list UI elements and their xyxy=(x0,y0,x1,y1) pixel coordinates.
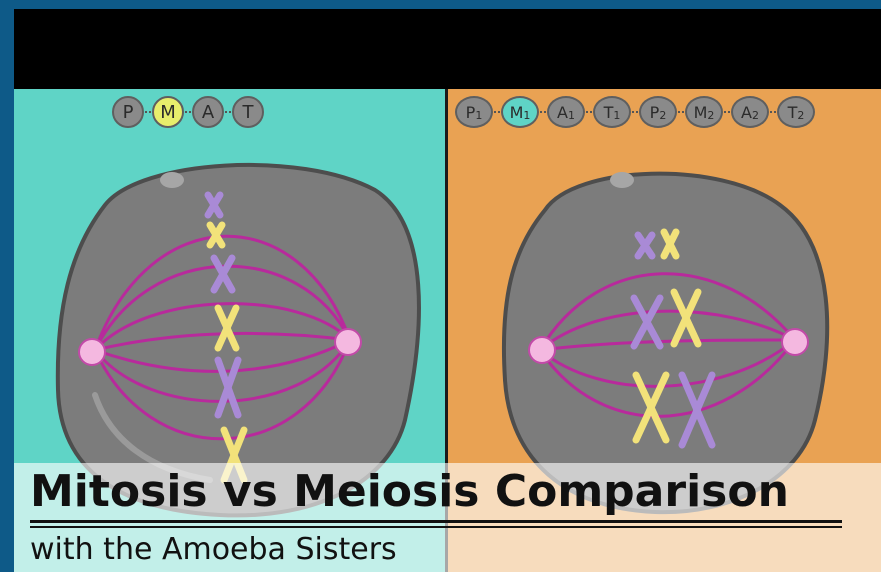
title-underline xyxy=(30,520,842,523)
video-title: Mitosis vs Meiosis Comparison xyxy=(30,466,789,517)
title-underline-second xyxy=(30,526,842,528)
mitosis-centrosome-right xyxy=(335,329,361,355)
meiosis-centrosome-right xyxy=(782,329,808,355)
meiosis-centrosome-left xyxy=(529,337,555,363)
video-subtitle: with the Amoeba Sisters xyxy=(30,532,397,567)
mitosis-centrosome-left xyxy=(79,339,105,365)
meiosis-cell xyxy=(504,172,827,512)
